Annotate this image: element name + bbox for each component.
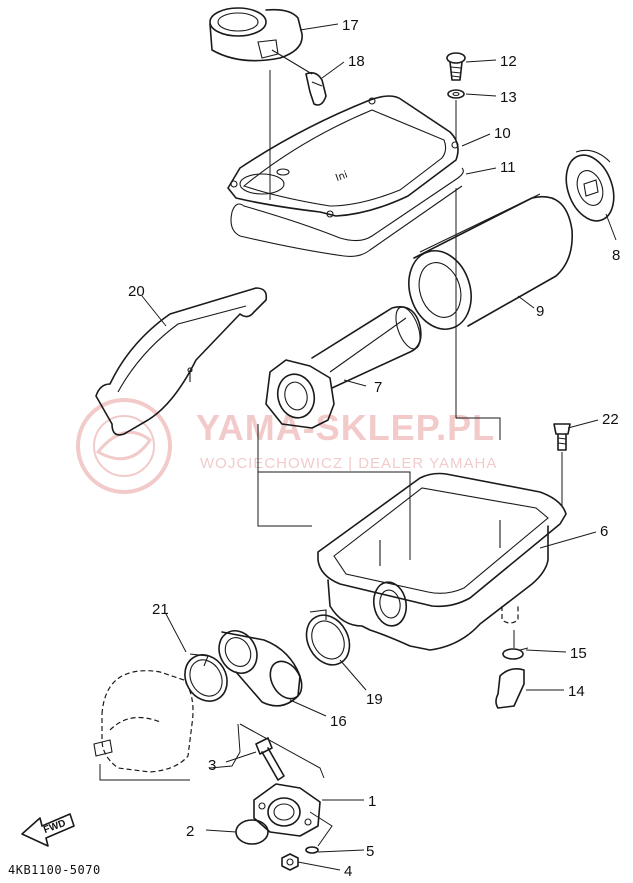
part-number-12: 12 (500, 53, 517, 70)
part-number-labels: 17 18 12 13 10 11 8 9 20 7 22 6 21 15 19… (128, 17, 620, 880)
part-6-box-drawing (317, 472, 567, 651)
part-number-19: 19 (366, 691, 383, 708)
part-number-3: 3 (208, 757, 216, 774)
part-number-8: 8 (612, 247, 620, 264)
part-17-drawing (209, 7, 313, 75)
part-number-4: 4 (344, 863, 352, 880)
part-11-gasket-drawing (230, 167, 464, 257)
cover-embossed-mark: Ini (334, 170, 349, 184)
part-10-cover-drawing: Ini (227, 95, 459, 218)
part-4-nut-drawing (281, 853, 299, 871)
part-number-10: 10 (494, 125, 511, 142)
carburetor-outline-drawing (93, 670, 194, 781)
part-number-6: 6 (600, 523, 608, 540)
part-number-7: 7 (374, 379, 382, 396)
part-number-14: 14 (568, 683, 585, 700)
part-number-9: 9 (536, 303, 544, 320)
watermark-logo-icon (76, 398, 172, 494)
part-number-18: 18 (348, 53, 365, 70)
part-15-clip-drawing (502, 647, 529, 660)
leader-lines (141, 23, 617, 871)
part-20-plate-drawing (95, 287, 268, 436)
part-12-screw-drawing (446, 52, 466, 81)
part-1-holder-drawing (253, 783, 321, 837)
part-14-drain-drawing (495, 668, 525, 709)
part-number-20: 20 (128, 283, 145, 300)
part-number-17: 17 (342, 17, 359, 34)
part-16-joint-drawing (218, 630, 303, 707)
part-number-13: 13 (500, 89, 517, 106)
part-13-washer-drawing (447, 89, 465, 99)
part-22-bolt-drawing (553, 423, 571, 451)
part-number-16: 16 (330, 713, 347, 730)
watermark-brand: YAMA-SKLEP.PL (196, 407, 495, 448)
fwd-label: FWD (42, 818, 67, 836)
part-7-duct-drawing (265, 306, 422, 429)
part-9-filter-drawing (408, 193, 573, 330)
watermark-tagline: WOJCIECHOWICZ | DEALER YAMAHA (200, 455, 497, 472)
part-8-drawing (565, 149, 615, 222)
part-number-15: 15 (570, 645, 587, 662)
diagram-code: 4KB1100-5070 (8, 863, 101, 877)
watermark: YAMA-SKLEP.PL WOJCIECHOWICZ | DEALER YAM… (76, 398, 497, 494)
part-19-clamp-drawing (305, 609, 351, 666)
part-21-clamp-drawing (184, 653, 228, 702)
part-2-oring-drawing (235, 819, 269, 845)
part-number-1: 1 (368, 793, 376, 810)
part-18-drawing (305, 72, 327, 106)
part-number-22: 22 (602, 411, 619, 428)
part-number-11: 11 (500, 159, 516, 176)
part-5-washer-drawing (305, 846, 319, 854)
fwd-arrow-icon: FWD (21, 813, 75, 847)
part-number-21: 21 (152, 601, 169, 618)
part-number-5: 5 (366, 843, 374, 860)
part-3-bolt-drawing (255, 737, 285, 781)
part-number-2: 2 (186, 823, 194, 840)
